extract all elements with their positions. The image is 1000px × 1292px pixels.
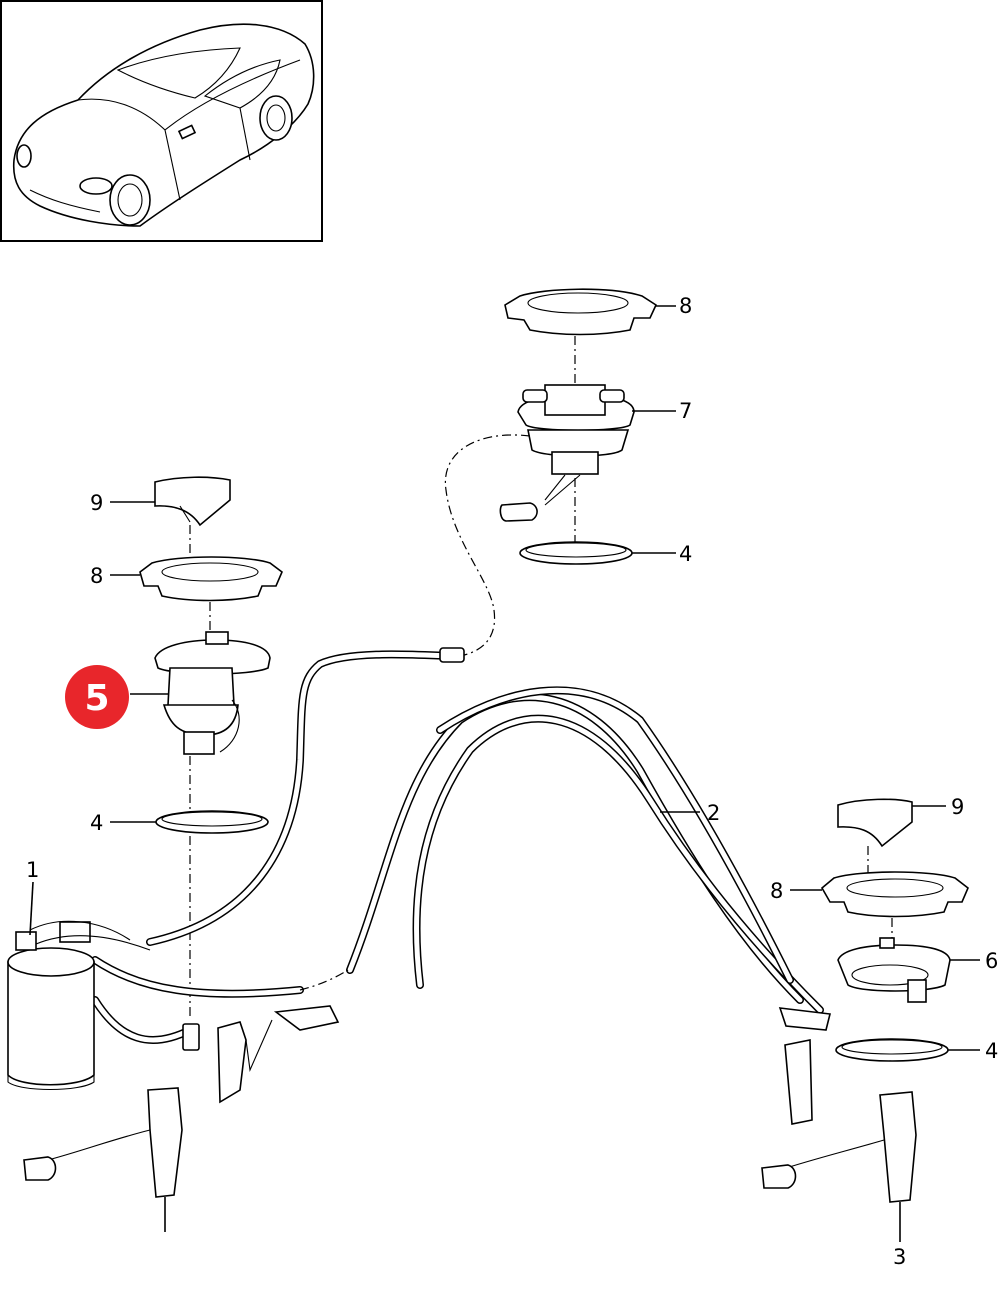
callout-2: 2 <box>707 801 720 825</box>
callout-9-left: 9 <box>90 491 103 515</box>
highlight-badge-label: 5 <box>84 678 109 719</box>
leader-lines <box>29 305 980 1242</box>
callout-4-right: 4 <box>985 1039 998 1063</box>
callout-1: 1 <box>26 858 39 882</box>
fuel-pump-module <box>7 920 151 1091</box>
highlight-badge-circle <box>65 665 129 729</box>
top-right-assembly <box>444 288 658 657</box>
callout-4-top: 4 <box>679 542 692 566</box>
callout-9-right: 9 <box>951 795 964 819</box>
connectors <box>23 1005 917 1232</box>
highlight-badge-5[interactable]: 5 <box>65 665 129 729</box>
callout-8-right: 8 <box>770 879 783 903</box>
callout-8-left: 8 <box>90 564 103 588</box>
callout-4-left: 4 <box>90 811 103 835</box>
callout-6: 6 <box>985 949 998 973</box>
callout-3: 3 <box>893 1245 906 1269</box>
vehicle-thumbnail <box>0 0 323 242</box>
left-column-assembly <box>139 476 283 1020</box>
callout-7: 7 <box>679 399 692 423</box>
callout-8-top: 8 <box>679 294 692 318</box>
right-column-assembly <box>820 798 969 1062</box>
fuel-hoses <box>91 647 824 1044</box>
